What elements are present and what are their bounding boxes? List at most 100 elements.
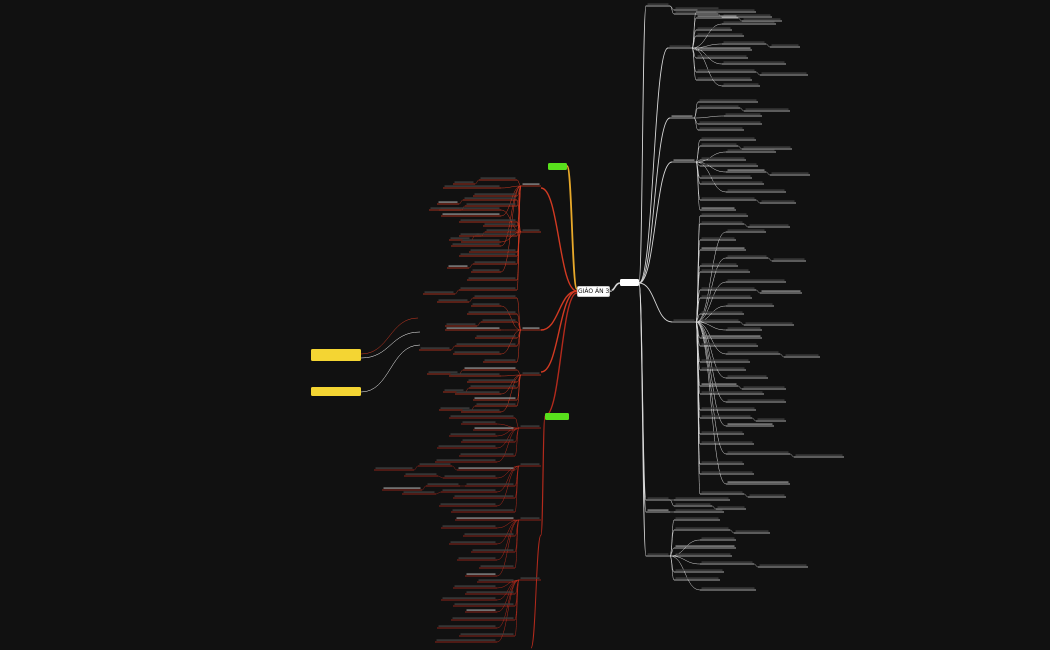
topic-node[interactable] [726, 149, 776, 153]
topic-node[interactable] [700, 491, 744, 495]
topic-node[interactable] [465, 573, 497, 577]
topic-node[interactable] [453, 603, 515, 607]
topic-node[interactable] [426, 483, 460, 487]
topic-node[interactable] [465, 591, 515, 595]
topic-node[interactable] [700, 269, 750, 273]
topic-node[interactable] [748, 494, 786, 498]
topic-node[interactable] [439, 503, 497, 507]
topic-node[interactable] [457, 467, 515, 471]
root-topic[interactable]: GIÁO ÁN 35 [577, 286, 614, 297]
topic-node[interactable] [700, 343, 758, 347]
topic-node[interactable] [700, 295, 752, 299]
topic-node[interactable] [700, 181, 764, 185]
topic-node[interactable] [459, 253, 517, 257]
branch-tag-lower[interactable] [545, 413, 569, 420]
topic-node[interactable] [674, 509, 724, 513]
topic-node[interactable] [453, 585, 497, 589]
topic-node[interactable] [700, 383, 738, 387]
topic-node[interactable] [449, 415, 515, 419]
topic-node[interactable] [646, 497, 670, 501]
topic-node[interactable] [760, 200, 796, 204]
topic-node[interactable] [700, 359, 750, 363]
topic-node[interactable] [770, 172, 810, 176]
topic-node[interactable] [459, 287, 517, 291]
topic-node[interactable] [734, 530, 770, 534]
topic-node[interactable] [463, 533, 515, 537]
topic-node[interactable] [700, 157, 746, 161]
topic-node[interactable] [453, 181, 475, 185]
topic-node[interactable] [465, 483, 515, 487]
topic-node[interactable] [457, 557, 497, 561]
topic-node[interactable] [758, 564, 808, 568]
topic-node[interactable] [700, 461, 744, 465]
topic-node[interactable] [726, 189, 786, 193]
topic-node[interactable] [445, 323, 477, 327]
topic-node[interactable] [700, 319, 740, 323]
topic-node[interactable] [700, 143, 738, 147]
topic-node[interactable] [726, 481, 790, 485]
topic-node[interactable] [519, 425, 541, 429]
topic-node[interactable] [742, 386, 786, 390]
topic-node[interactable] [449, 373, 501, 377]
topic-node[interactable] [722, 41, 766, 45]
topic-node[interactable] [467, 277, 517, 281]
topic-node[interactable] [471, 549, 515, 553]
topic-node[interactable] [700, 441, 754, 445]
topic-node[interactable] [453, 351, 501, 355]
topic-node[interactable] [696, 33, 744, 37]
topic-node[interactable] [471, 269, 501, 273]
topic-node[interactable] [700, 213, 748, 217]
topic-node[interactable] [459, 219, 517, 223]
topic-node[interactable] [475, 233, 517, 237]
topic-node[interactable] [696, 47, 752, 51]
topic-node[interactable] [770, 44, 800, 48]
topic-node[interactable] [467, 311, 517, 315]
topic-node[interactable] [668, 45, 692, 49]
topic-node[interactable] [449, 541, 497, 545]
topic-node[interactable] [700, 221, 744, 225]
topic-node[interactable] [479, 565, 515, 569]
topic-node[interactable] [700, 247, 746, 251]
topic-node[interactable] [521, 327, 541, 331]
topic-node[interactable] [402, 491, 436, 495]
topic-node[interactable] [726, 169, 766, 173]
topic-node[interactable] [726, 451, 790, 455]
topic-node[interactable] [760, 290, 802, 294]
topic-node[interactable] [437, 201, 459, 205]
topic-node[interactable] [473, 397, 517, 401]
topic-node[interactable] [756, 418, 786, 422]
topic-node[interactable] [696, 9, 756, 13]
topic-node[interactable] [726, 351, 780, 355]
topic-node[interactable] [698, 121, 762, 125]
topic-node[interactable] [441, 489, 497, 493]
topic-node[interactable] [435, 639, 497, 643]
main-branch-right[interactable] [620, 279, 639, 286]
topic-node[interactable] [700, 163, 758, 167]
topic-node[interactable] [437, 445, 497, 449]
topic-node[interactable] [674, 517, 720, 521]
topic-node[interactable] [724, 113, 762, 117]
topic-node[interactable] [453, 495, 515, 499]
topic-node[interactable] [674, 497, 730, 501]
topic-node[interactable] [473, 193, 517, 197]
topic-node[interactable] [700, 471, 754, 475]
topic-node[interactable] [700, 287, 756, 291]
topic-node[interactable] [519, 517, 541, 521]
topic-node[interactable] [521, 229, 541, 233]
topic-node[interactable] [443, 475, 497, 479]
topic-node[interactable] [674, 503, 712, 507]
topic-node[interactable] [445, 327, 501, 331]
topic-node[interactable] [475, 403, 517, 407]
topic-node[interactable] [722, 61, 786, 65]
topic-node[interactable] [670, 115, 694, 119]
topic-node[interactable] [772, 258, 806, 262]
topic-node[interactable] [674, 577, 720, 581]
topic-node[interactable] [473, 427, 515, 431]
topic-node[interactable] [646, 3, 670, 7]
topic-node[interactable] [696, 27, 732, 31]
topic-node[interactable] [696, 55, 748, 59]
topic-node[interactable] [700, 237, 736, 241]
topic-node[interactable] [674, 569, 724, 573]
topic-node[interactable] [748, 224, 790, 228]
topic-node[interactable] [475, 335, 517, 339]
